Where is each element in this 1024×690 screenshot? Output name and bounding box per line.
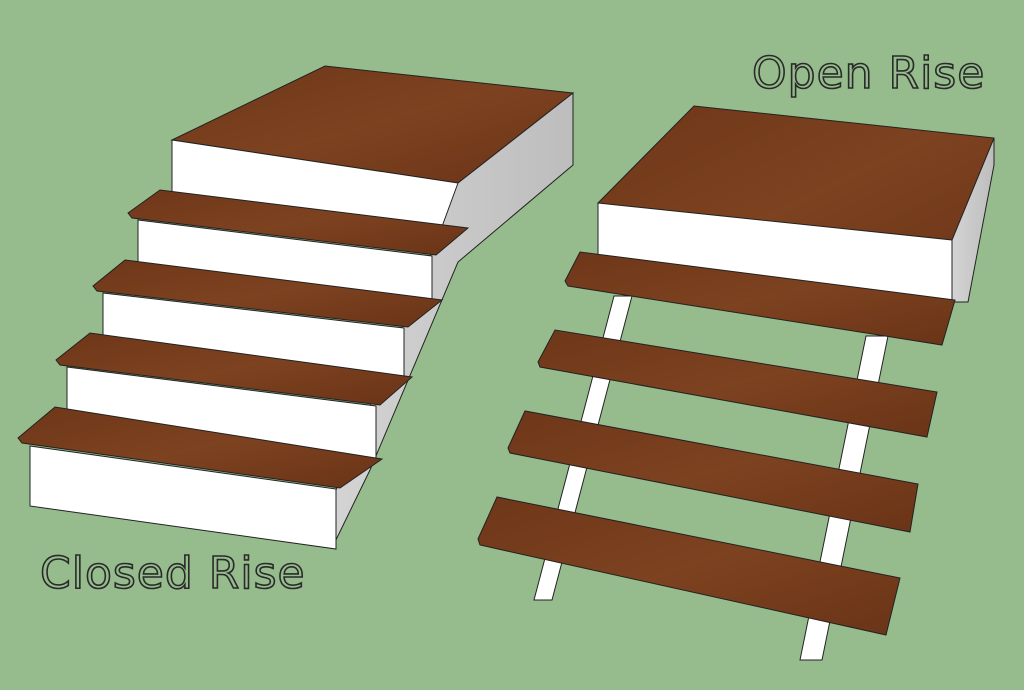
closed-rise-stairs bbox=[17, 65, 575, 550]
open-landing-side bbox=[951, 137, 995, 303]
open-tread-2 bbox=[537, 329, 938, 438]
open-rise-label: Open Rise bbox=[752, 48, 985, 99]
closed-step-1-tread bbox=[127, 189, 470, 256]
closed-step-2-tread bbox=[92, 259, 444, 328]
open-tread-4 bbox=[477, 496, 901, 636]
open-tread-1 bbox=[564, 251, 956, 346]
closed-rise-label: Closed Rise bbox=[40, 548, 306, 599]
closed-step-3-tread bbox=[55, 332, 414, 406]
open-tread-3 bbox=[507, 410, 919, 533]
closed-step-4-riser bbox=[29, 445, 337, 550]
open-rise-stairs bbox=[477, 105, 995, 661]
closed-step-4-tread bbox=[17, 406, 384, 489]
